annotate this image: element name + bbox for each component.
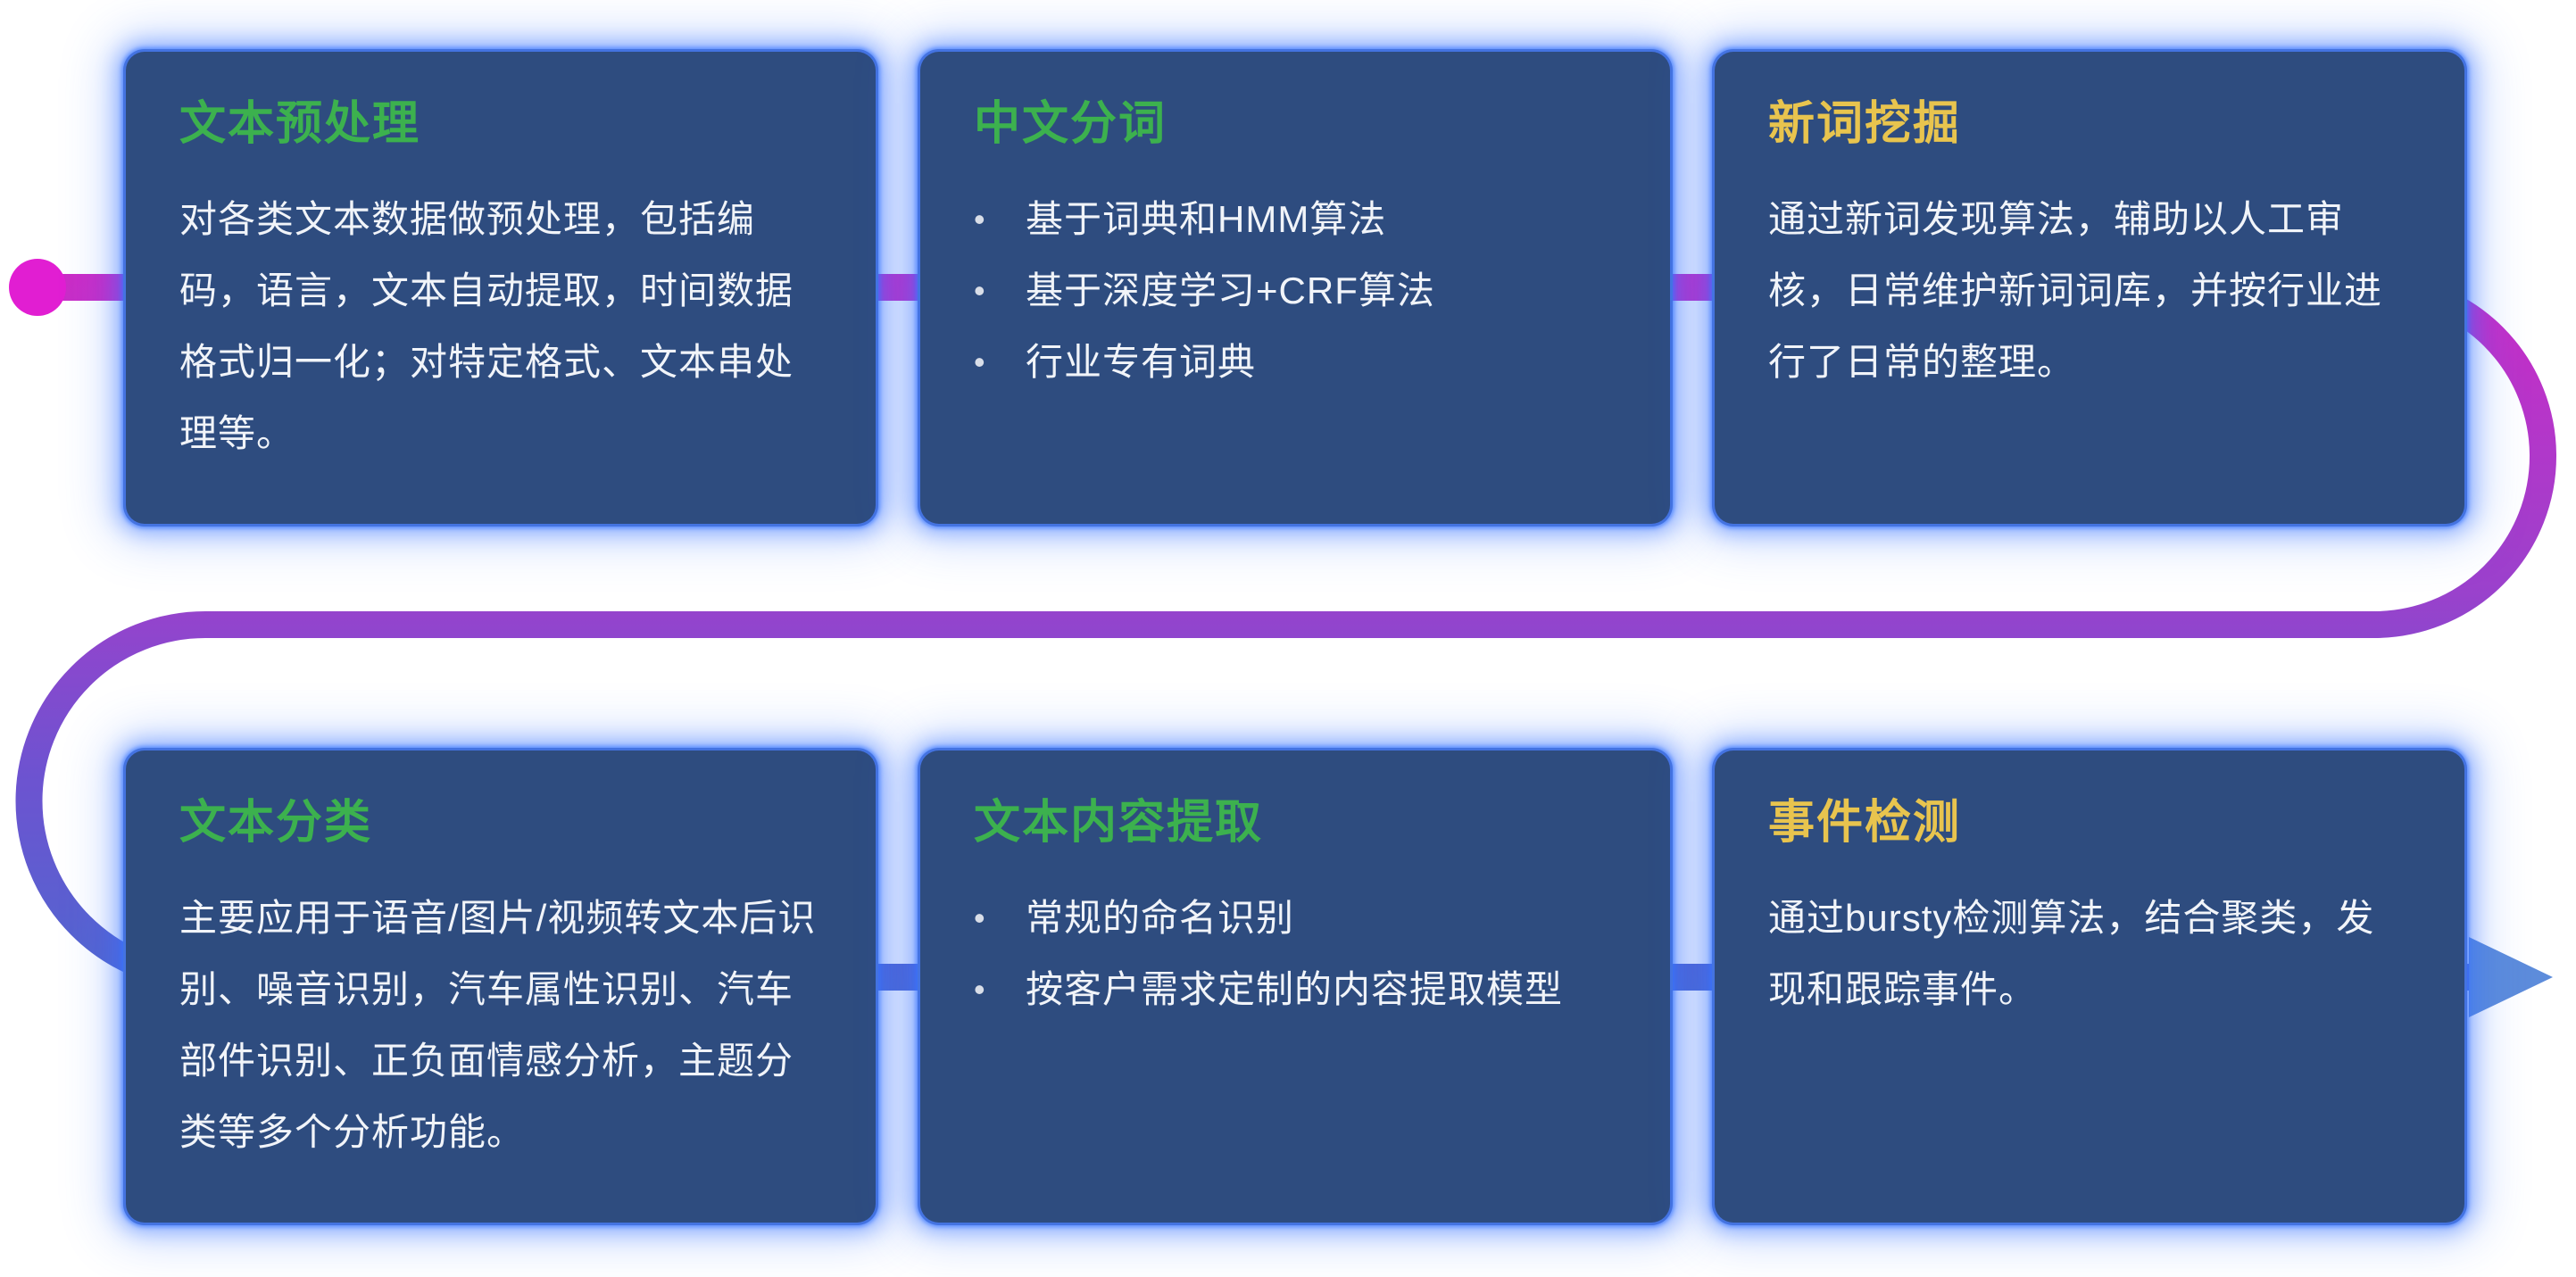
bullet-item: • 行业专有词典: [974, 327, 1616, 398]
card-bullet-list: • 常规的命名识别 • 按客户需求定制的内容提取模型: [974, 883, 1616, 1025]
card-title: 文本预处理: [179, 98, 421, 150]
card-chinese-word-segmentation: 中文分词 • 基于词典和HMM算法 • 基于深度学习+CRF算法 • 行业专有词…: [918, 49, 1673, 527]
flow-connector-line: [15, 274, 2556, 991]
card-paragraph: 通过bursty检测算法，结合聚类，发现和跟踪事件。: [1768, 896, 2375, 1010]
card-text-classification: 文本分类 主要应用于语音/图片/视频转文本后识别、噪音识别，汽车属性识别、汽车部…: [123, 748, 878, 1225]
card-new-word-mining: 新词挖掘 通过新词发现算法，辅助以人工审核，日常维护新词词库，并按行业进行了日常…: [1712, 49, 2467, 527]
card-paragraph: 主要应用于语音/图片/视频转文本后识别、噪音识别，汽车属性识别、汽车部件识别、正…: [179, 896, 817, 1153]
bullet-item: • 基于词典和HMM算法: [974, 184, 1616, 255]
card-text-content-extraction: 文本内容提取 • 常规的命名识别 • 按客户需求定制的内容提取模型: [918, 748, 1673, 1225]
card-title: 新词挖掘: [1768, 98, 1962, 150]
bullet-text: 基于词典和HMM算法: [1026, 197, 1387, 240]
bullet-dot-icon: •: [974, 200, 986, 237]
bullet-text: 按客户需求定制的内容提取模型: [1026, 967, 1564, 1010]
bullet-dot-icon: •: [974, 970, 986, 1008]
card-title: 文本分类: [179, 797, 373, 849]
bullet-item: • 按客户需求定制的内容提取模型: [974, 954, 1616, 1025]
card-title: 中文分词: [974, 98, 1168, 150]
card-event-detection: 事件检测 通过bursty检测算法，结合聚类，发现和跟踪事件。: [1712, 748, 2467, 1225]
card-paragraph: 通过新词发现算法，辅助以人工审核，日常维护新词词库，并按行业进行了日常的整理。: [1768, 197, 2383, 383]
bullet-text: 行业专有词典: [1026, 340, 1257, 383]
card-text-preprocessing: 文本预处理 对各类文本数据做预处理，包括编码，语言，文本自动提取，时间数据格式归…: [123, 49, 878, 527]
card-bullet-list: • 基于词典和HMM算法 • 基于深度学习+CRF算法 • 行业专有词典: [974, 184, 1616, 398]
flow-end-arrow-icon: [2469, 937, 2553, 1017]
card-paragraph: 对各类文本数据做预处理，包括编码，语言，文本自动提取，时间数据格式归一化；对特定…: [179, 197, 794, 454]
flow-start-dot: [9, 259, 66, 316]
bullet-text: 常规的命名识别: [1026, 896, 1295, 939]
bullet-dot-icon: •: [974, 899, 986, 936]
bullet-dot-icon: •: [974, 343, 986, 380]
card-title: 事件检测: [1768, 797, 1962, 849]
bullet-text: 基于深度学习+CRF算法: [1026, 269, 1435, 311]
card-title: 文本内容提取: [974, 797, 1264, 849]
bullet-dot-icon: •: [974, 271, 986, 309]
bullet-item: • 常规的命名识别: [974, 883, 1616, 954]
bullet-item: • 基于深度学习+CRF算法: [974, 255, 1616, 327]
